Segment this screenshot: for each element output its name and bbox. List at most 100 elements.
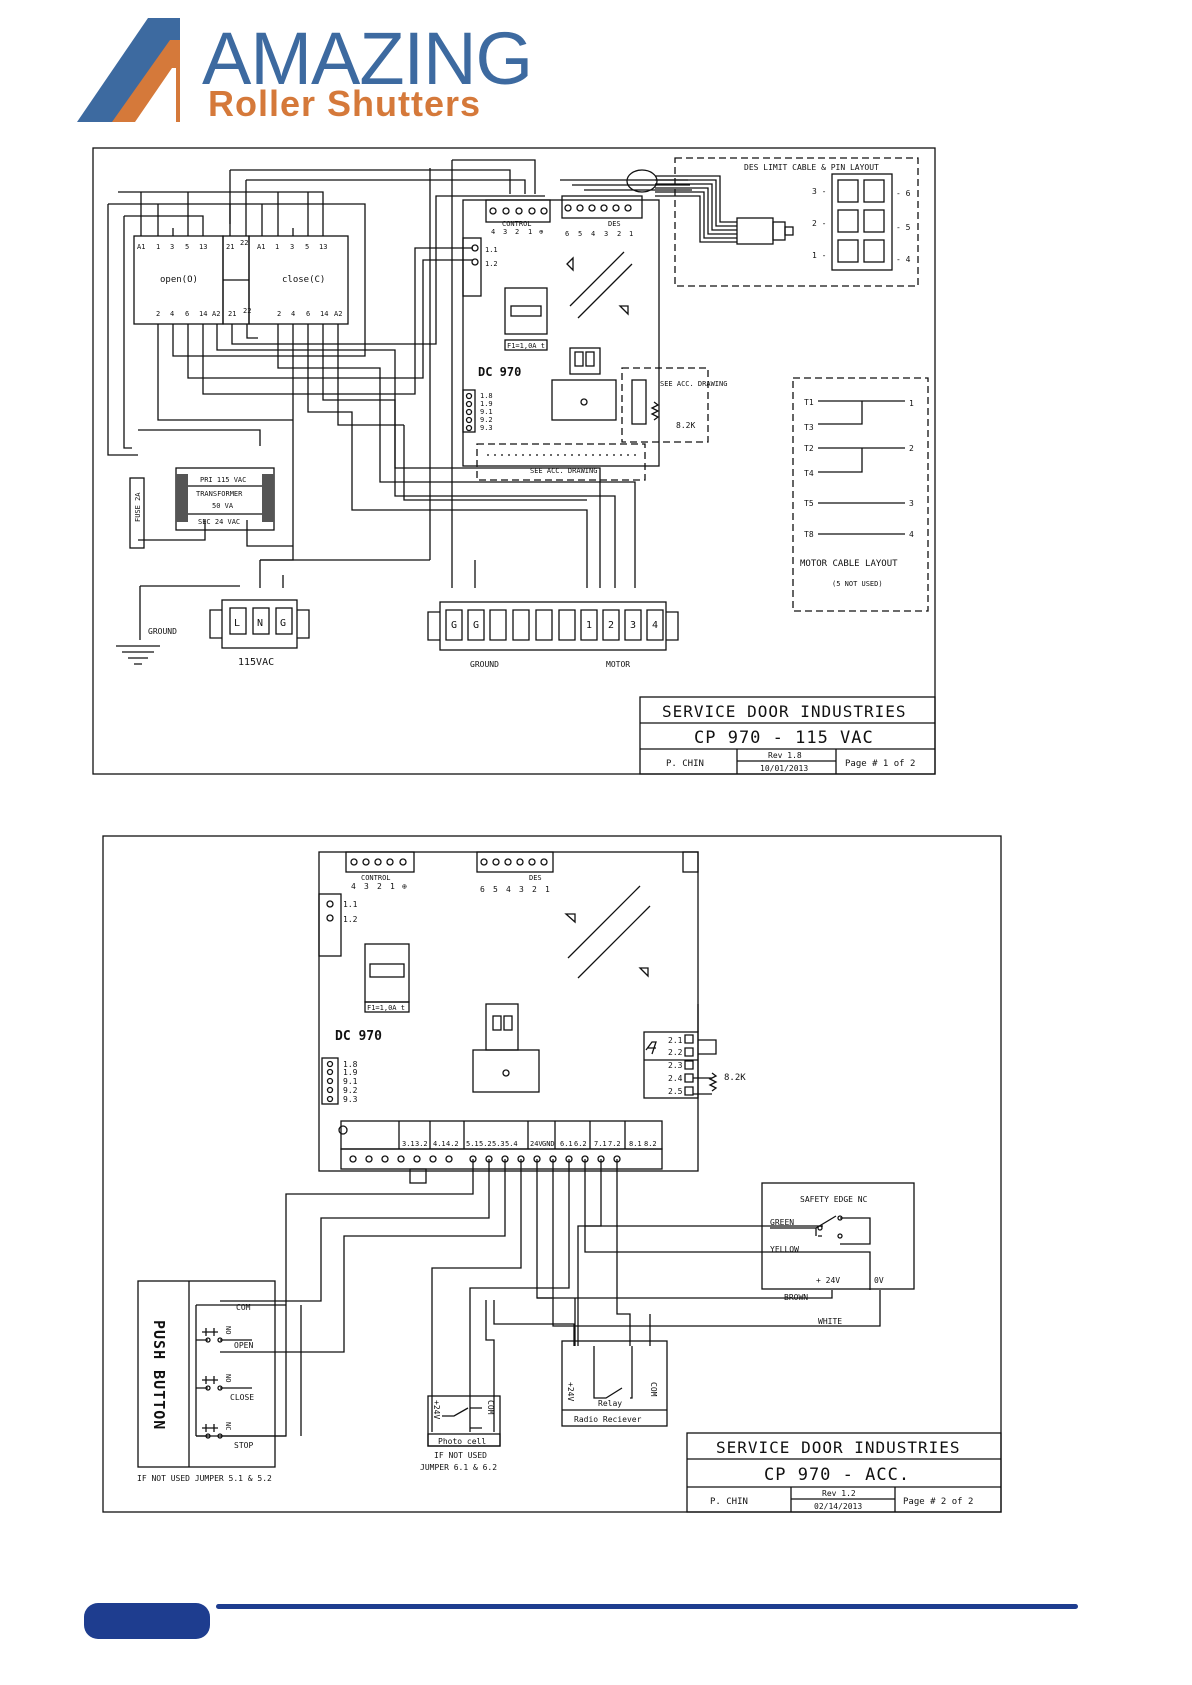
motor-cable-left: T4 xyxy=(804,469,814,478)
motor-terminal: 2 xyxy=(608,620,614,631)
dip-switch-2 xyxy=(485,1003,519,1051)
close-bottom-pin: 14 xyxy=(320,310,328,318)
dip-switch-1 xyxy=(569,347,601,375)
wire-brown: BROWN xyxy=(784,1293,808,1302)
motor-ground-label: GROUND xyxy=(470,660,499,669)
photo-switch-icon xyxy=(442,1407,482,1429)
pb-no-1: NO xyxy=(224,1326,232,1334)
control-terminal-2 xyxy=(345,851,415,873)
footer-rule xyxy=(216,1604,1078,1609)
terminal-91: 9.1 xyxy=(343,1077,358,1086)
terminal-91: 9.1 xyxy=(480,408,493,416)
header-pin: 5.1 xyxy=(466,1140,479,1148)
supply-terminal-block: L N G 115VAC GROUND xyxy=(116,599,310,668)
terminal-23: 2.3 xyxy=(668,1061,683,1070)
mid-top-pin: 22 xyxy=(240,239,248,247)
title-page-2: Page # 2 of 2 xyxy=(903,1497,973,1507)
fuse-2a xyxy=(129,477,145,549)
header-pin: 3.2 xyxy=(415,1140,428,1148)
see-acc-box-right xyxy=(621,367,709,443)
ground-icon xyxy=(116,645,160,665)
nc-switch-icon xyxy=(770,1215,871,1245)
transformer-va: 50 VA xyxy=(212,502,234,510)
control-pin: 1 xyxy=(528,228,532,236)
pb-open-label: OPEN xyxy=(234,1341,253,1350)
des-pin: 6 xyxy=(480,885,485,894)
des-pin: 4 xyxy=(591,230,595,238)
terminal-18-93-block-2 xyxy=(321,1057,339,1105)
resistor-icon xyxy=(693,1072,718,1095)
terminal-93: 9.3 xyxy=(480,424,493,432)
board-name-1: DC 970 xyxy=(478,365,521,379)
control-label-2: CONTROL xyxy=(361,874,391,882)
relay-1 xyxy=(551,379,617,421)
motor-cable-left: T5 xyxy=(804,499,814,508)
open-top-pin: 1 xyxy=(156,243,160,251)
supply-terminal-l: L xyxy=(234,618,240,629)
close-top-pin: 5 xyxy=(305,243,309,251)
control-pin: 3 xyxy=(364,882,369,891)
header-pin: 24V xyxy=(530,1140,543,1148)
logo-mark-white-icon xyxy=(135,68,176,122)
supply-terminal-g: G xyxy=(280,618,286,629)
des-pin-left: 1 - xyxy=(812,251,826,260)
transformer-name: TRANSFORMER xyxy=(196,490,243,498)
des-label-1: DES xyxy=(608,220,621,228)
des-pin: 3 xyxy=(519,885,524,894)
motor-cable-left: T1 xyxy=(804,398,814,407)
motor-cable-right: 2 xyxy=(909,444,914,453)
pb-stop-label: STOP xyxy=(234,1441,253,1450)
title-author-1: P. CHIN xyxy=(666,759,704,769)
radio-24v: +24V xyxy=(566,1382,575,1401)
terminal-11: 1.1 xyxy=(343,900,358,909)
title-rev-2: Rev 1.2 xyxy=(822,1489,856,1498)
header-pin: 5.2 xyxy=(479,1140,492,1148)
bottom-header-cells: 3.1 3.2 4.1 4.2 5.1 5.2 5.3 5.4 24V GND … xyxy=(398,1121,657,1149)
logo-subtitle: Roller Shutters xyxy=(208,83,481,124)
terminal-22: 2.2 xyxy=(668,1048,683,1057)
des-pin: 5 xyxy=(493,885,498,894)
supply-terminal-body xyxy=(221,599,298,649)
resistor-label-1: 8.2K xyxy=(676,421,695,430)
title-author-2: P. CHIN xyxy=(710,1497,748,1507)
close-bottom-pin: A2 xyxy=(334,310,342,318)
close-top-pin: 1 xyxy=(275,243,279,251)
terminal-11-12-block xyxy=(462,237,482,297)
supply-label: 115VAC xyxy=(238,657,274,668)
pb-note: IF NOT USED JUMPER 5.1 & 5.2 xyxy=(137,1474,272,1483)
title-page-1: Page # 1 of 2 xyxy=(845,759,915,769)
header-pin: 7.1 xyxy=(594,1140,607,1148)
terminal-93: 9.3 xyxy=(343,1095,358,1104)
radio-com: COM xyxy=(649,1382,658,1397)
motor-cable-layout: T1 T3 T2 T4 T5 T8 1 2 3 4 MOTOR CABLE LA… xyxy=(792,377,929,612)
photo-com: COM xyxy=(486,1400,495,1415)
motor-cable-right: 1 xyxy=(909,399,914,408)
heatsink-icon xyxy=(564,885,651,979)
title-drawing-1: CP 970 - 115 VAC xyxy=(694,728,874,748)
terminal-21: 2.1 xyxy=(668,1036,683,1045)
terminal-19: 1.9 xyxy=(480,400,493,408)
transformer-sec: SEC 24 VAC xyxy=(198,518,240,526)
fuse-holder-2 xyxy=(364,943,410,1003)
title-rev-1: Rev 1.8 xyxy=(768,751,802,760)
terminal-11-12-block-2 xyxy=(318,893,342,957)
open-bottom-pin: A2 xyxy=(212,310,220,318)
title-company-1: SERVICE DOOR INDUSTRIES xyxy=(662,702,907,721)
close-bottom-pin: 2 xyxy=(277,310,281,318)
relay-contact-icon xyxy=(645,1041,657,1055)
footer-tab xyxy=(84,1603,210,1639)
motor-terminal: G xyxy=(473,620,479,631)
motor-cable-note: (5 NOT USED) xyxy=(832,580,883,588)
safety-edge-green: GREEN xyxy=(770,1218,794,1227)
terminal-25: 2.5 xyxy=(668,1087,683,1096)
terminal-12: 1.2 xyxy=(343,915,358,924)
control-pin: 2 xyxy=(515,228,519,236)
terminal-21-25-block xyxy=(643,1031,699,1099)
photo-cell: +24V COM Photo cell IF NOT USED JUMPER 6… xyxy=(420,1395,501,1472)
see-acc-drawing-bottom: SEE ACC. DRAWING xyxy=(530,467,597,475)
control-pin: 4 xyxy=(491,228,495,236)
mid-bottom-pin: 22 xyxy=(243,307,251,315)
terminal-92: 9.2 xyxy=(343,1086,358,1095)
motor-terminal: 3 xyxy=(630,620,636,631)
radio-receiver: +24V COM Relay Radio Reciever xyxy=(561,1340,668,1427)
